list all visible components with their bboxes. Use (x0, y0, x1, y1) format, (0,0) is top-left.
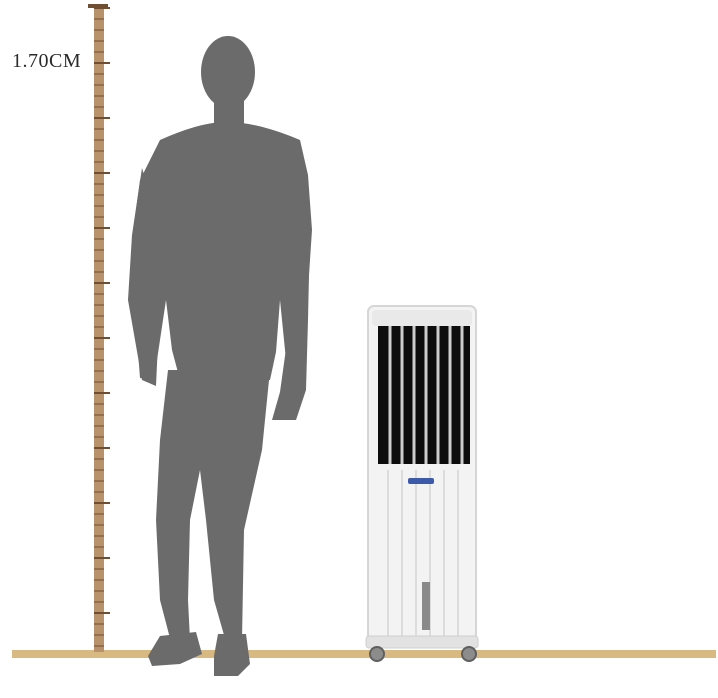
person-silhouette (128, 36, 312, 676)
cooler-louvers (378, 326, 470, 464)
caster-wheel (462, 647, 476, 661)
brand-badge (408, 478, 434, 484)
water-level-window (422, 582, 430, 630)
caster-wheel (370, 647, 384, 661)
ruler-top-cap (88, 4, 108, 8)
air-cooler (366, 306, 478, 661)
ruler-ticks (88, 4, 110, 646)
